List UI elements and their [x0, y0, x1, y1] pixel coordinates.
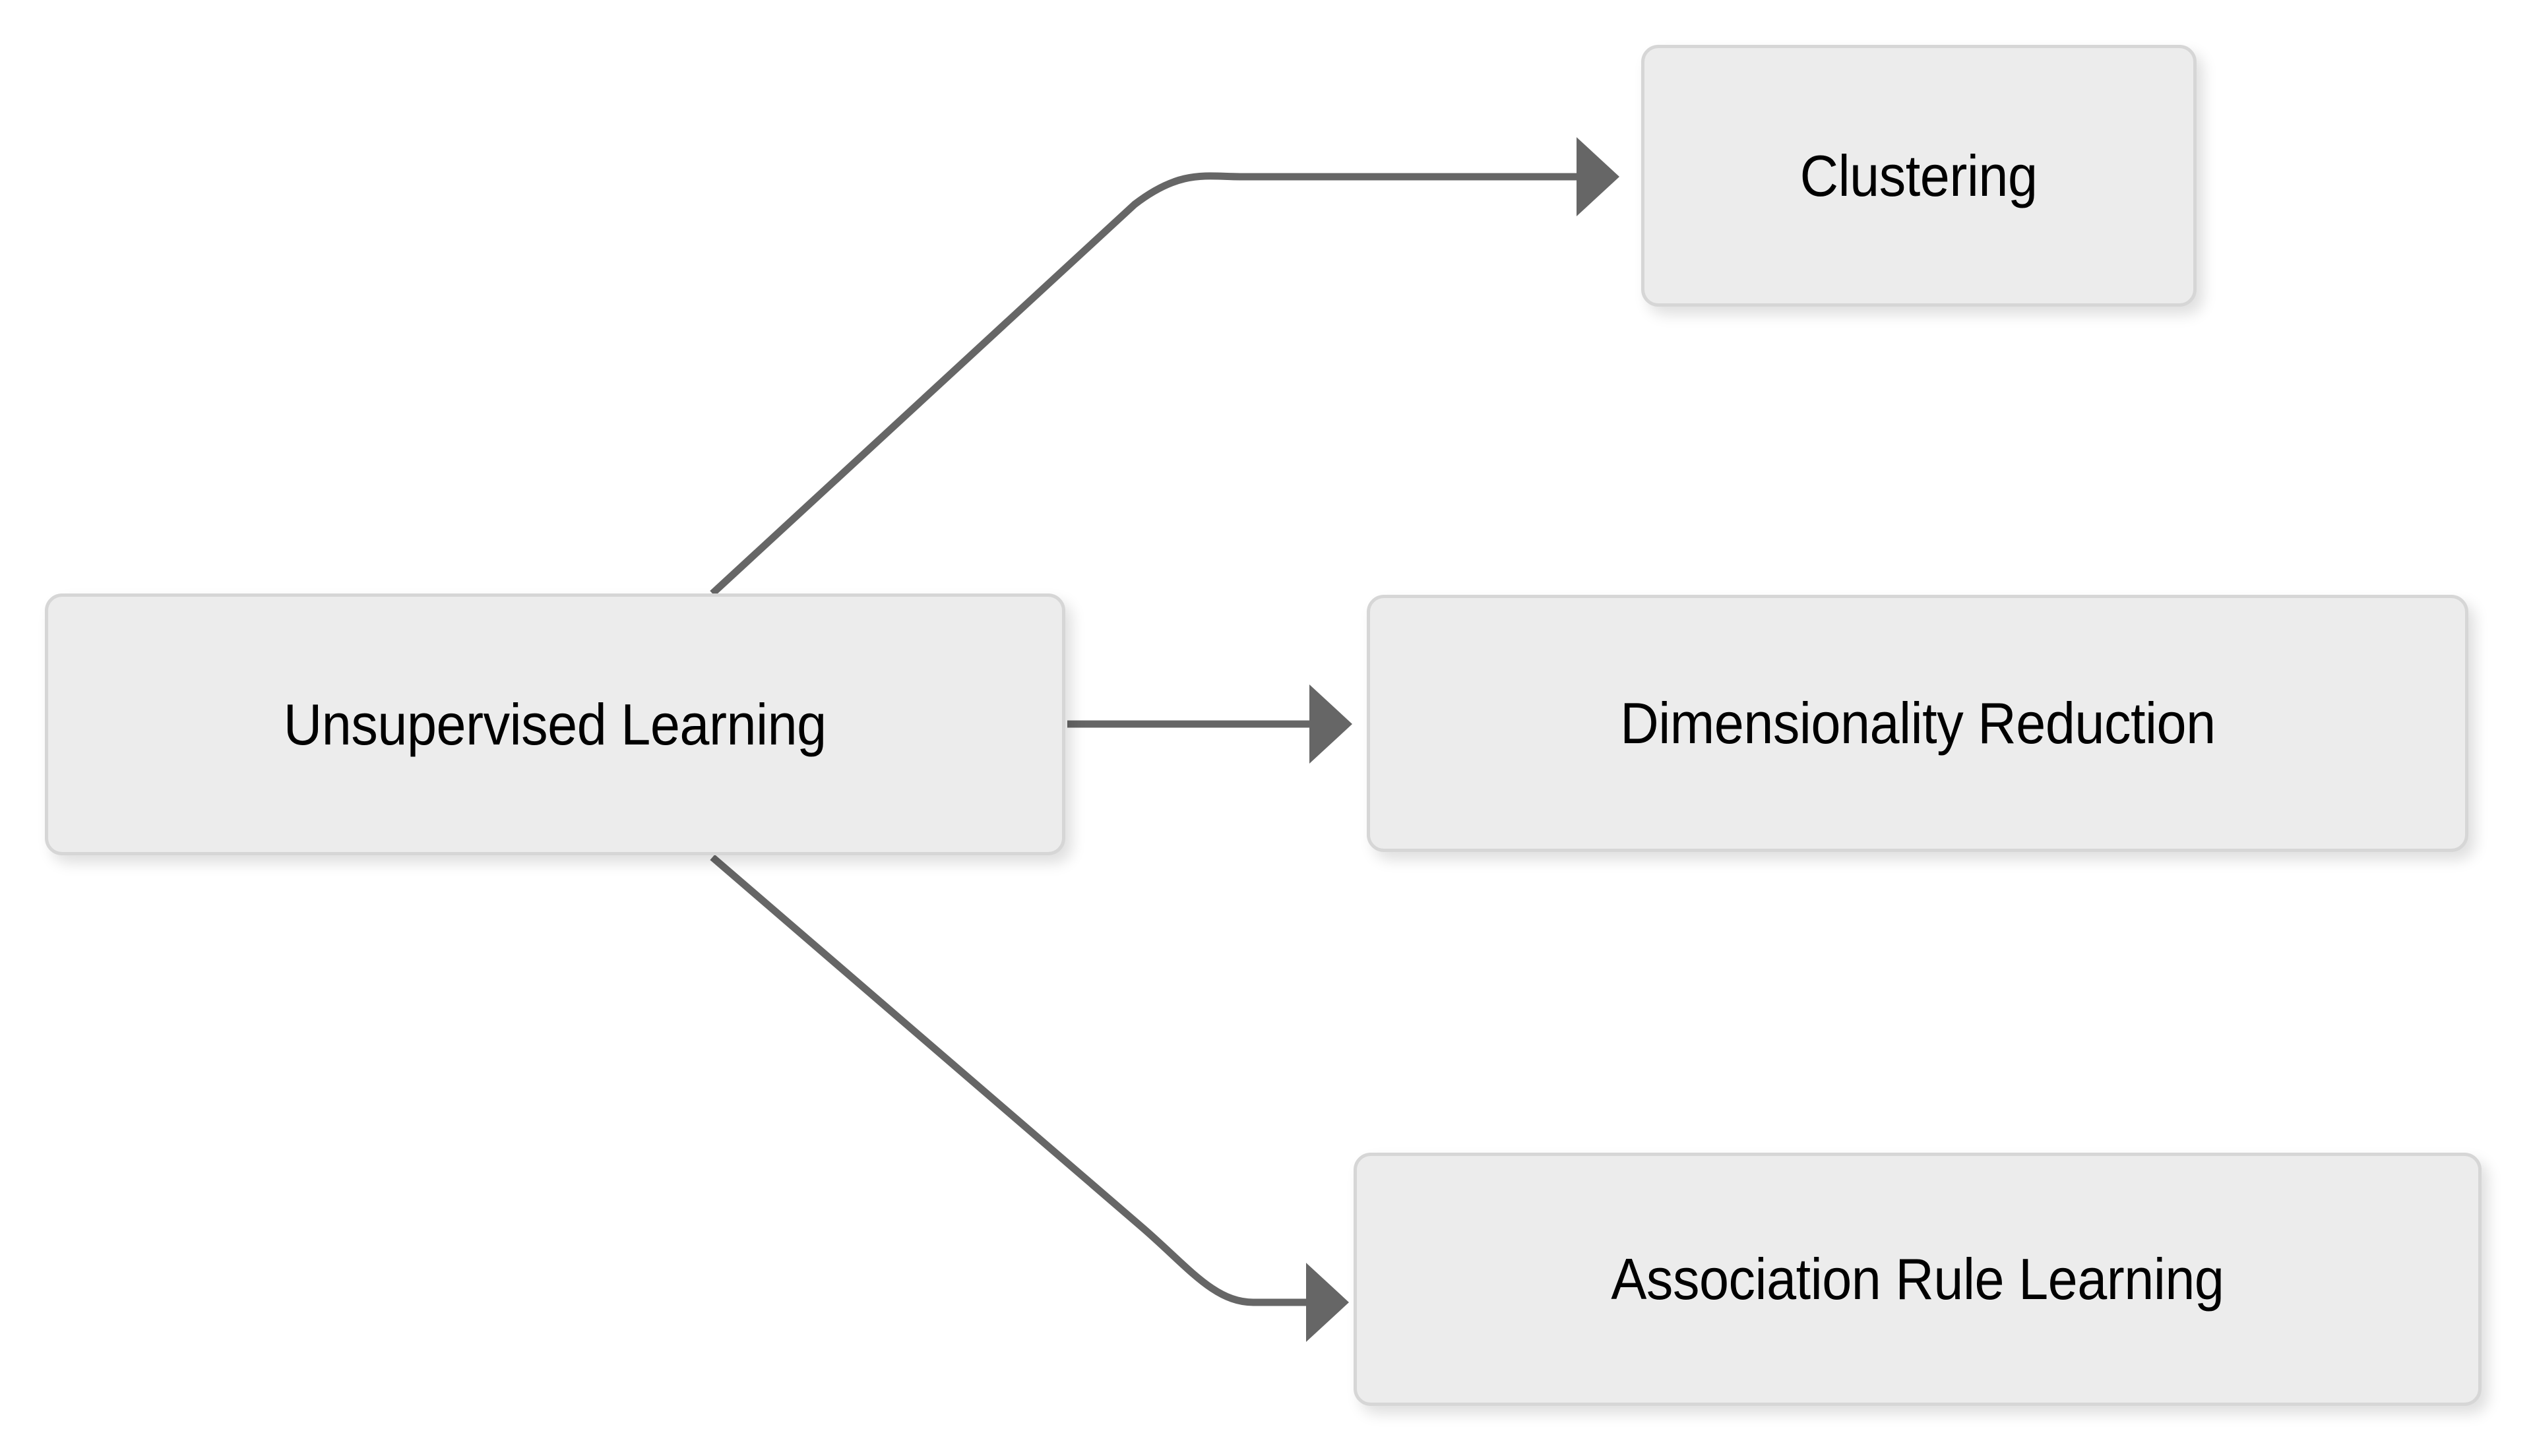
- arrowhead-dimred: [1309, 684, 1352, 764]
- node-clustering[interactable]: Clustering: [1641, 45, 2197, 307]
- node-dimensionality-reduction[interactable]: Dimensionality Reduction: [1367, 595, 2468, 852]
- node-association-rule-learning[interactable]: Association Rule Learning: [1354, 1153, 2482, 1406]
- node-label: Unsupervised Learning: [284, 691, 827, 757]
- edge-root-to-assoc: [710, 854, 1306, 1306]
- edge-root-to-clustering: [710, 172, 1577, 597]
- node-label: Dimensionality Reduction: [1619, 690, 2216, 756]
- node-unsupervised-learning[interactable]: Unsupervised Learning: [45, 593, 1065, 855]
- arrowhead-clustering: [1577, 137, 1619, 216]
- node-label: Clustering: [1800, 142, 2038, 208]
- arrowhead-assoc: [1306, 1263, 1349, 1342]
- node-label: Association Rule Learning: [1611, 1246, 2224, 1312]
